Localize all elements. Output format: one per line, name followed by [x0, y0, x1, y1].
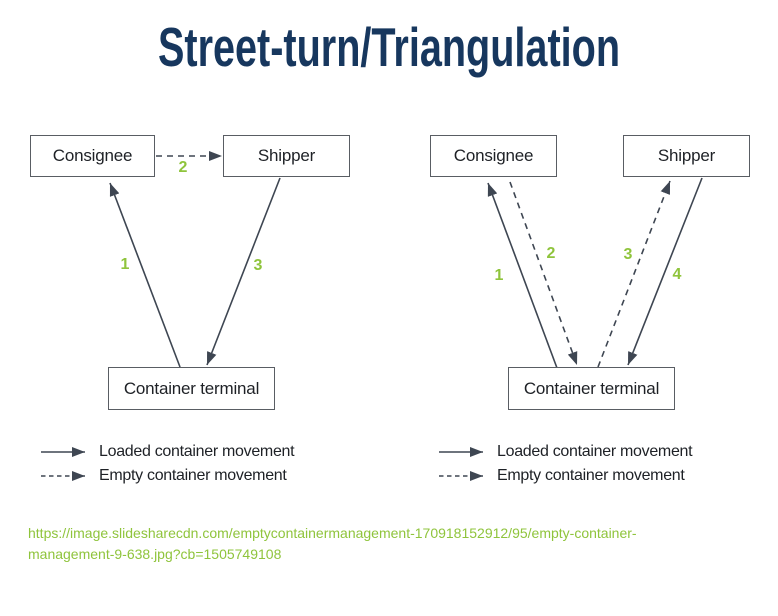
arrow-loaded-shipper-to-terminal: [627, 177, 703, 366]
dashed-arrow-icon: [439, 471, 483, 481]
street-turn-diagram: Consignee Shipper Container terminal 1 2…: [30, 135, 350, 415]
flow-number-2: 2: [546, 245, 556, 262]
node-shipper: Shipper: [223, 135, 350, 177]
legend-label-loaded: Loaded container movement: [99, 443, 295, 460]
triangulation-diagram: Consignee Shipper Container terminal 1 2…: [430, 135, 750, 415]
legend-right: Loaded container movement Empty containe…: [438, 443, 693, 484]
street-turn-arrows-layer: [109, 151, 281, 368]
flow-number-4: 4: [672, 266, 682, 283]
arrow-empty-terminal-to-shipper: [597, 180, 671, 368]
solid-arrow-icon: [41, 447, 85, 457]
slide-title: Street-turn/Triangulation: [157, 16, 621, 78]
arrow-loaded-terminal-to-consignee: [109, 182, 181, 368]
flow-number-3: 3: [623, 246, 633, 263]
source-url: https://image.slidesharecdn.com/emptycon…: [28, 525, 637, 562]
node-container-terminal: Container terminal: [508, 367, 675, 410]
node-container-terminal: Container terminal: [108, 367, 275, 410]
flow-number-3: 3: [253, 257, 263, 274]
legend-row-loaded: Loaded container movement: [438, 443, 693, 460]
legend-label-loaded: Loaded container movement: [497, 443, 693, 460]
flow-number-1: 1: [120, 256, 130, 273]
node-consignee: Consignee: [430, 135, 557, 177]
legend-row-loaded: Loaded container movement: [40, 443, 295, 460]
node-shipper: Shipper: [623, 135, 750, 177]
flow-number-2: 2: [178, 159, 188, 176]
flow-number-1: 1: [494, 267, 504, 284]
legend-left: Loaded container movement Empty containe…: [40, 443, 295, 484]
arrow-loaded-terminal-to-consignee: [487, 182, 558, 369]
triangulation-arrows-layer: [487, 177, 703, 369]
arrow-loaded-shipper-to-terminal: [206, 177, 281, 366]
node-consignee: Consignee: [30, 135, 155, 177]
legend-label-empty: Empty container movement: [99, 467, 287, 484]
legend-label-empty: Empty container movement: [497, 467, 685, 484]
legend-row-empty: Empty container movement: [438, 467, 692, 484]
dashed-arrow-icon: [41, 471, 85, 481]
legend-row-empty: Empty container movement: [40, 467, 294, 484]
solid-arrow-icon: [439, 447, 483, 457]
arrow-empty-consignee-to-terminal: [509, 181, 578, 366]
